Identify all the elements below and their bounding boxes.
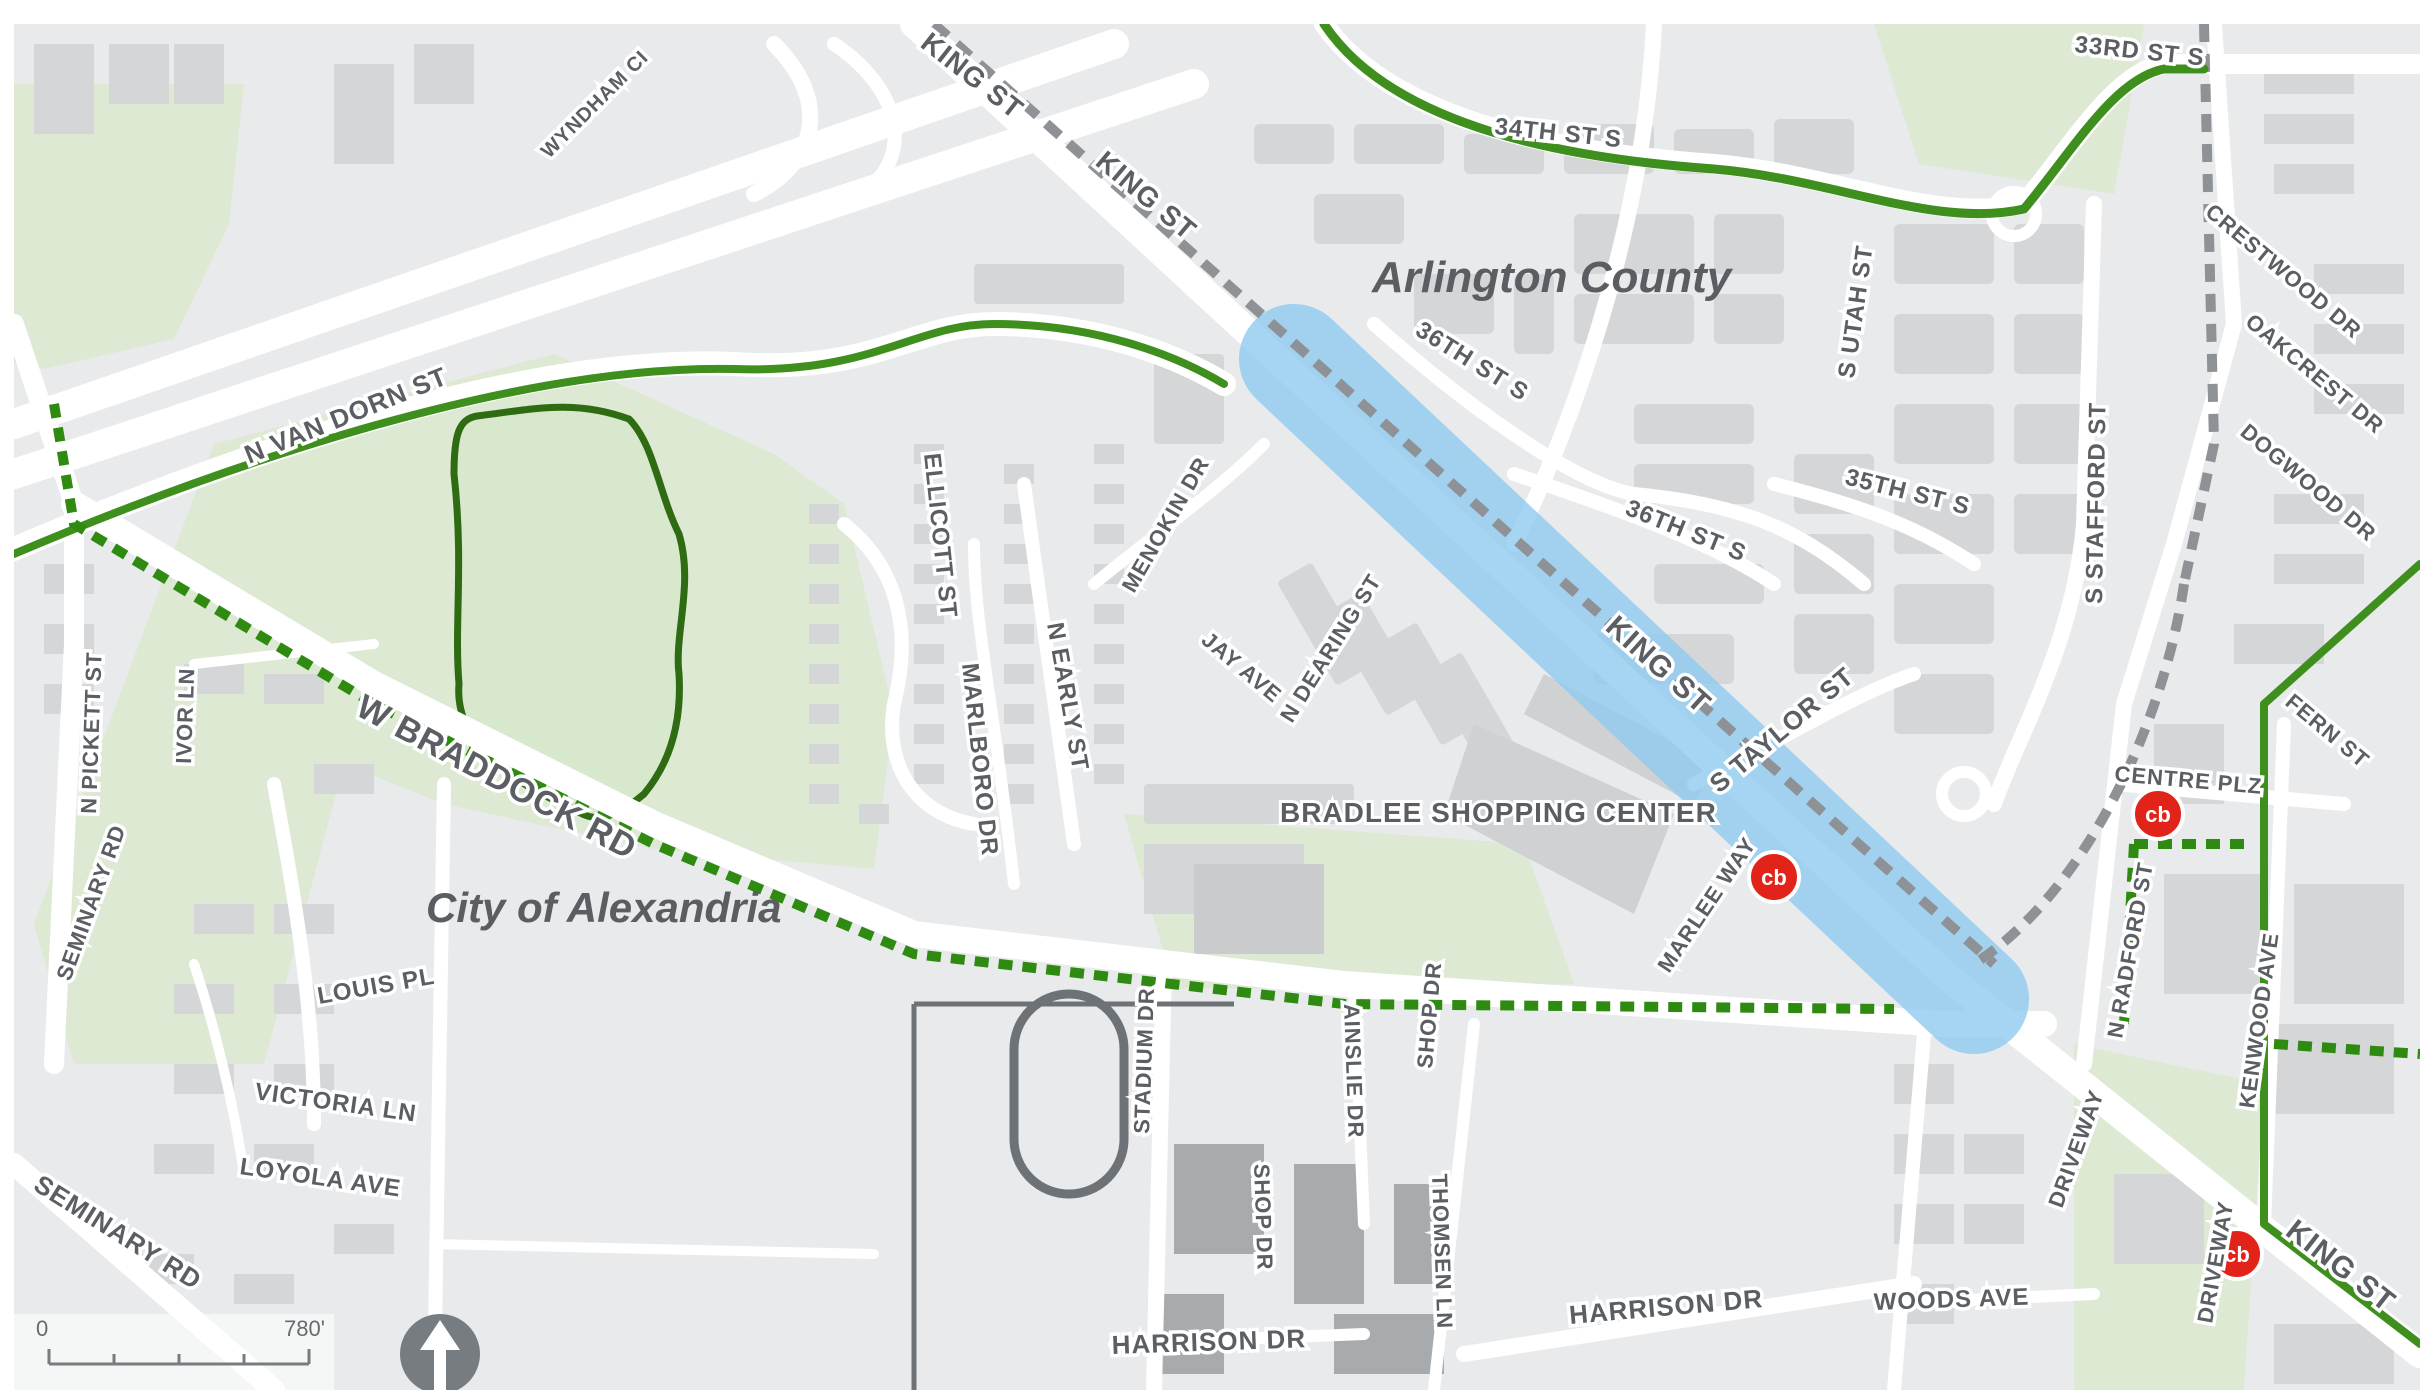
bikeshare-label: cb	[2224, 1242, 2250, 1267]
street-label: STADIUM DR	[1129, 987, 1159, 1134]
bikeshare-marker-1[interactable]: cb	[1747, 850, 1801, 904]
north-arrow-icon	[400, 1314, 480, 1390]
street-label: N PICKETT ST	[76, 651, 107, 814]
park-loop-outline	[450, 403, 689, 821]
scale-bar: 0 780'	[14, 1314, 334, 1390]
map-frame[interactable]: cb cb cb Arlington County City of Alexan…	[14, 24, 2420, 1390]
bikeshare-marker-3[interactable]: cb	[2210, 1227, 2264, 1281]
street-label: S STAFFORD ST	[2081, 402, 2112, 604]
king-st-dashed-line	[930, 24, 2220, 969]
area-label-alexandria: City of Alexandria	[426, 884, 782, 931]
athletic-track	[911, 989, 1234, 1390]
bikeshare-label: cb	[1761, 865, 1787, 890]
street-label: HARRISON DR	[1111, 1323, 1306, 1360]
street-label: IVOR LN	[171, 667, 199, 764]
bike-trails	[14, 24, 2420, 1348]
bikeshare-label: cb	[2145, 802, 2171, 827]
bikeshare-marker-2[interactable]: cb	[2131, 787, 2185, 841]
map-canvas[interactable]: cb cb cb Arlington County City of Alexan…	[14, 24, 2420, 1390]
area-label-arlington: Arlington County	[1371, 253, 1734, 302]
king-st-corridor-highlight	[1239, 304, 2029, 1054]
street-label: SHOP DR	[1249, 1163, 1278, 1271]
street-label: AINSLIE DR	[1339, 1003, 1369, 1138]
bike-lanes-dotted	[49, 403, 2420, 1059]
scale-end-label: 780'	[284, 1316, 325, 1341]
poi-label-bradlee: BRADLEE SHOPPING CENTER	[1280, 797, 1717, 828]
scale-start-label: 0	[36, 1316, 48, 1341]
street-label: WOODS AVE	[1873, 1284, 2030, 1316]
